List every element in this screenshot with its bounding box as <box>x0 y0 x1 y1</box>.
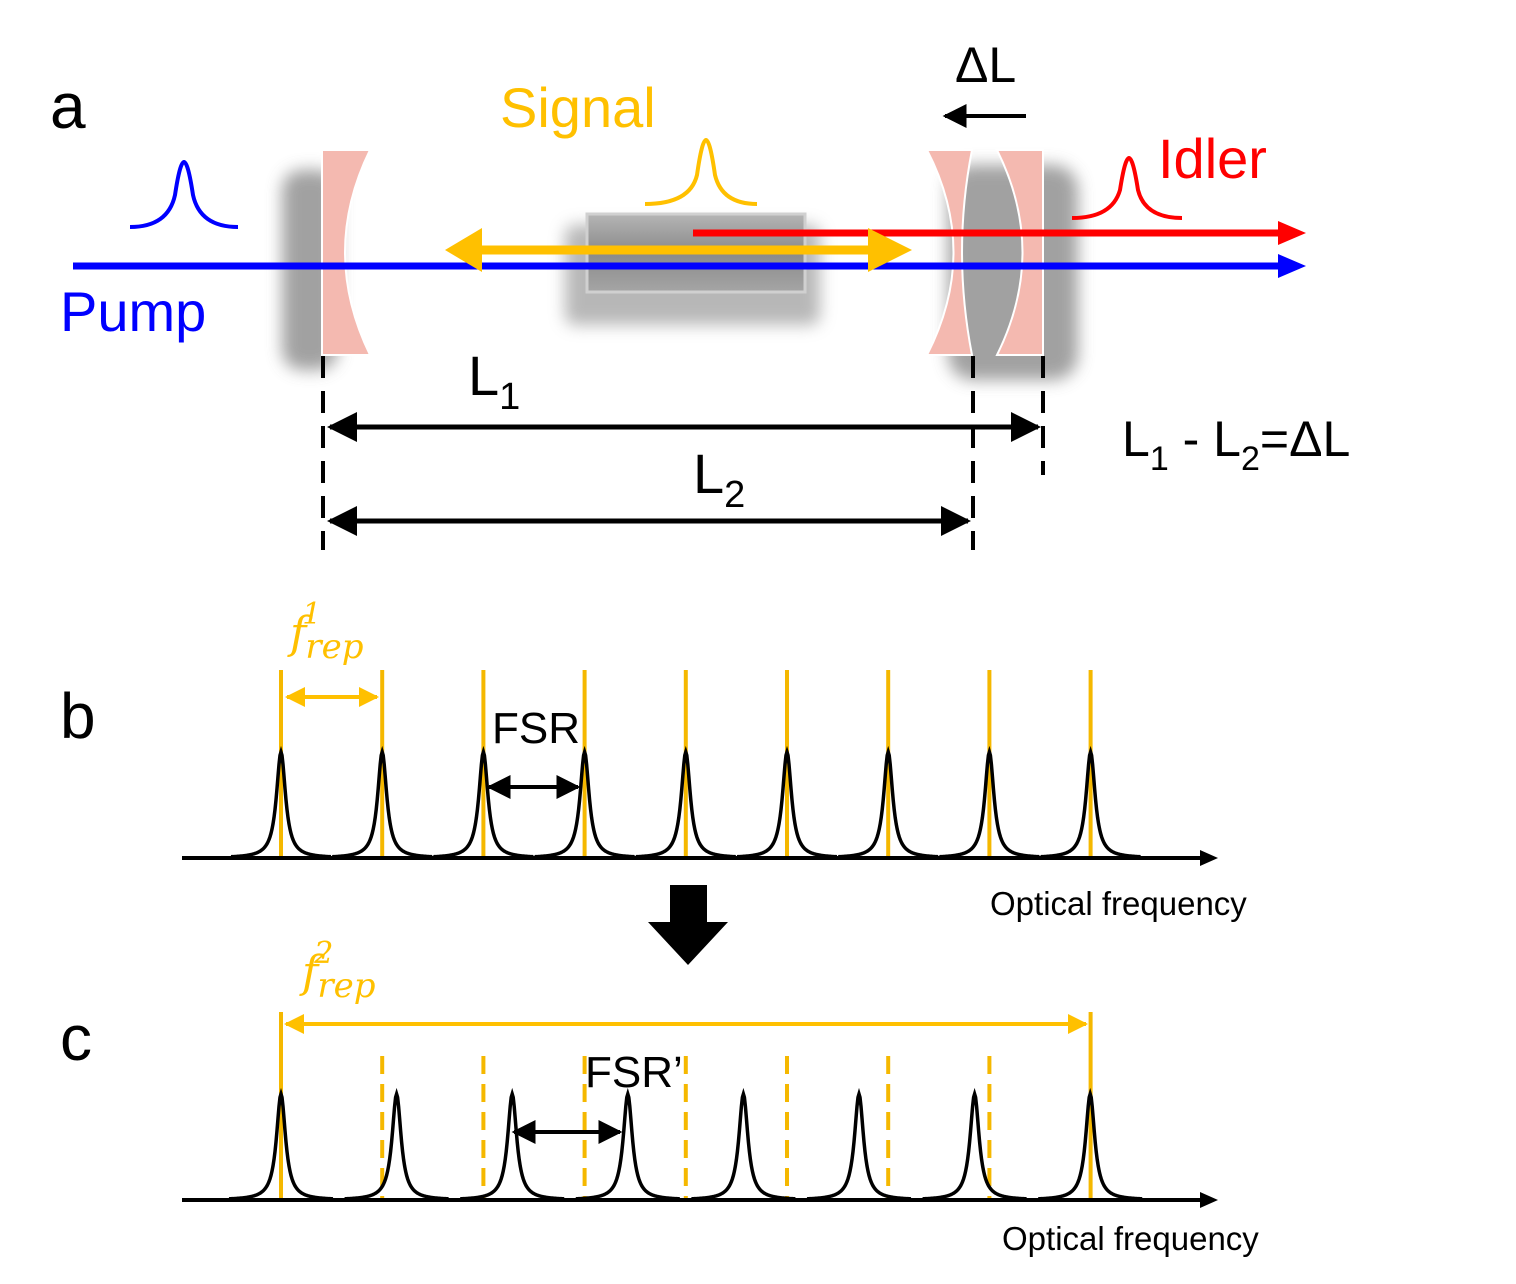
resonance-peak-c <box>1038 1087 1143 1201</box>
signal-arrowhead-left <box>445 228 482 272</box>
resonance-peak-c <box>691 1087 796 1201</box>
l1-label: L1 <box>468 344 520 418</box>
resonance-peak-c <box>344 1087 449 1201</box>
resonance-peak-b <box>230 745 332 859</box>
resonances-b <box>230 745 1141 859</box>
idler-label: Idler <box>1158 127 1267 190</box>
resonance-peak-b <box>534 745 635 859</box>
resonance-peak-b <box>635 745 736 859</box>
resonance-peak-b <box>433 745 534 859</box>
signal-label: Signal <box>500 76 656 139</box>
right-mirror-1 <box>925 149 974 356</box>
delta-l-label: ΔL <box>955 37 1016 93</box>
resonance-peak-b <box>736 745 838 859</box>
resonances-c <box>228 1087 1143 1201</box>
panel-a: a Signal Idler Pump ΔL <box>50 37 1350 550</box>
pump-label: Pump <box>60 280 206 343</box>
signal-pulse-icon <box>644 137 758 206</box>
resonance-peak-c <box>575 1087 680 1201</box>
axis-b-arrowhead <box>1200 850 1218 866</box>
right-mirror-2 <box>995 149 1044 356</box>
fsr-label: FSR <box>492 704 580 753</box>
resonance-peak-c <box>922 1087 1027 1201</box>
pump-pulse-icon <box>129 159 239 229</box>
length-relation: L1 - L2=ΔL <box>1122 411 1350 478</box>
resonance-peak-c <box>228 1087 334 1201</box>
resonance-peak-c <box>806 1087 912 1201</box>
resonance-peak-b <box>1040 745 1141 859</box>
right-mirror-shadow <box>948 165 1078 380</box>
left-mirror <box>321 149 372 356</box>
axis-c-arrowhead <box>1200 1192 1218 1208</box>
resonance-peak-c <box>460 1087 565 1201</box>
axis-b-label: Optical frequency <box>990 885 1247 922</box>
resonance-peak-b <box>332 745 433 859</box>
comb-lines-b <box>279 670 1093 858</box>
panel-a-label: a <box>50 70 86 142</box>
pump-arrowhead <box>1278 254 1306 278</box>
idler-arrowhead <box>1278 221 1306 245</box>
resonance-peak-b <box>838 745 939 859</box>
l2-label: L2 <box>693 442 745 516</box>
idler-pulse-icon <box>1071 155 1183 220</box>
panel-c-label: c <box>60 1002 92 1074</box>
resonance-peak-b <box>939 745 1040 859</box>
fsr-prime-label: FSR’ <box>585 1048 683 1097</box>
signal-arrowhead-right <box>868 228 912 272</box>
panel-b-label: b <box>60 680 96 752</box>
comb-lines-c <box>279 1012 1093 1200</box>
transition-arrow <box>648 885 728 965</box>
axis-c-label: Optical frequency <box>1002 1220 1259 1257</box>
